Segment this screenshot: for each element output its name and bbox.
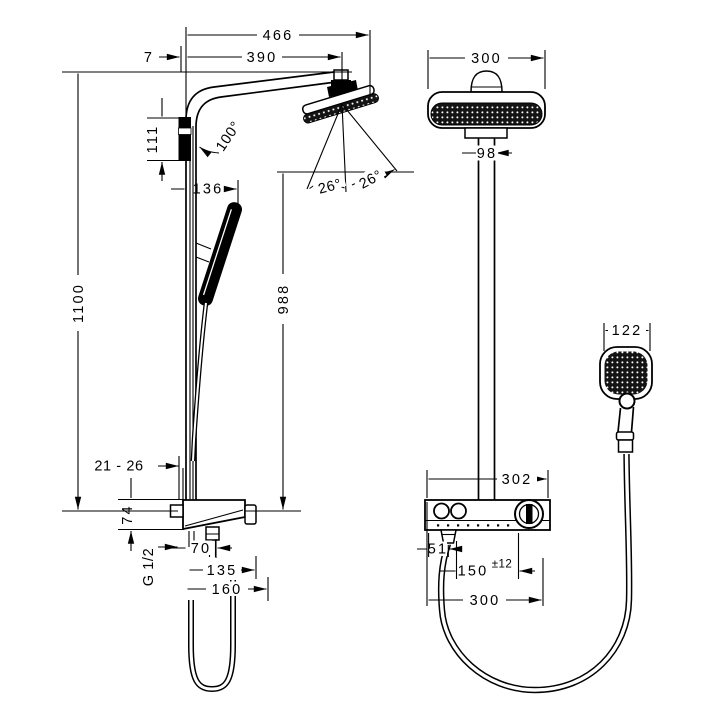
riser-pipe bbox=[477, 138, 496, 500]
dim-overall-width: 466 bbox=[263, 28, 294, 44]
dim-thread-size: G 1/2 bbox=[141, 548, 157, 586]
handshower-handle bbox=[617, 406, 635, 433]
overhead-shower-front bbox=[427, 70, 546, 500]
dim-handshower-width: 122 bbox=[612, 323, 643, 339]
hand-shower-front bbox=[599, 346, 653, 453]
wand-holder bbox=[195, 242, 212, 263]
dim-outlet-offset: 70 bbox=[191, 541, 212, 557]
dimensions-left: 466 390 7 1100 988 bbox=[62, 27, 414, 601]
dim-connector-width: 98 bbox=[477, 146, 498, 162]
dim-valve-depth: 135 bbox=[207, 563, 238, 579]
hose-connector bbox=[617, 439, 634, 453]
dim-spray-angle-left: 26° bbox=[316, 176, 343, 198]
dim-valve-bottom-width: 300 bbox=[470, 593, 501, 609]
dimensions-right: 300 98 122 302 51 150 bbox=[417, 50, 650, 609]
handshower-sprayface bbox=[604, 351, 648, 395]
valve-body-side bbox=[182, 499, 246, 531]
dim-wall-gap: 7 bbox=[144, 50, 154, 66]
hose-loop-side bbox=[188, 580, 236, 693]
valve-front bbox=[424, 499, 551, 544]
dim-head-width: 300 bbox=[471, 51, 502, 67]
handshower-pivot bbox=[618, 392, 636, 410]
overhead-sprayface-front bbox=[430, 102, 543, 126]
wall-bracket bbox=[178, 117, 191, 161]
dim-handshower-offset: 136 bbox=[193, 182, 224, 198]
left-view: 466 390 7 1100 988 bbox=[62, 27, 414, 693]
shower-column-side bbox=[178, 46, 197, 500]
right-view: 300 98 122 302 51 150 bbox=[417, 50, 653, 694]
ceiling-cap bbox=[470, 70, 503, 93]
overhead-shower-side bbox=[301, 69, 380, 124]
dim-spray-height: 988 bbox=[276, 284, 292, 315]
dim-hose-offset: 150 bbox=[458, 564, 489, 580]
hand-shower-wand bbox=[198, 202, 242, 306]
valve-tray-dots bbox=[437, 524, 510, 527]
dim-arm-length: 390 bbox=[247, 50, 278, 66]
dim-tile-adjust: 21 - 26 bbox=[94, 459, 143, 475]
dim-valve-height: 74 bbox=[120, 504, 136, 525]
select-button-1 bbox=[433, 502, 450, 520]
dim-valve-width: 302 bbox=[502, 472, 533, 488]
dim-bracket-height: 111 bbox=[145, 125, 161, 154]
select-knob-side bbox=[244, 504, 257, 525]
select-button-2 bbox=[450, 502, 467, 520]
head-joint bbox=[327, 80, 358, 97]
wall-plane-line-bottom bbox=[178, 456, 184, 500]
dim-arm-angle: 100° bbox=[213, 119, 244, 155]
dim-hose-tolerance: ±12 bbox=[492, 559, 513, 571]
hose-front bbox=[437, 453, 633, 694]
hand-shower-side bbox=[190, 202, 242, 462]
dim-total-height: 1100 bbox=[71, 283, 87, 323]
dim-total-depth: 160 bbox=[212, 582, 243, 598]
pipe-bracket bbox=[464, 127, 508, 139]
dim-outlet-offset-front: 51 bbox=[428, 542, 449, 558]
